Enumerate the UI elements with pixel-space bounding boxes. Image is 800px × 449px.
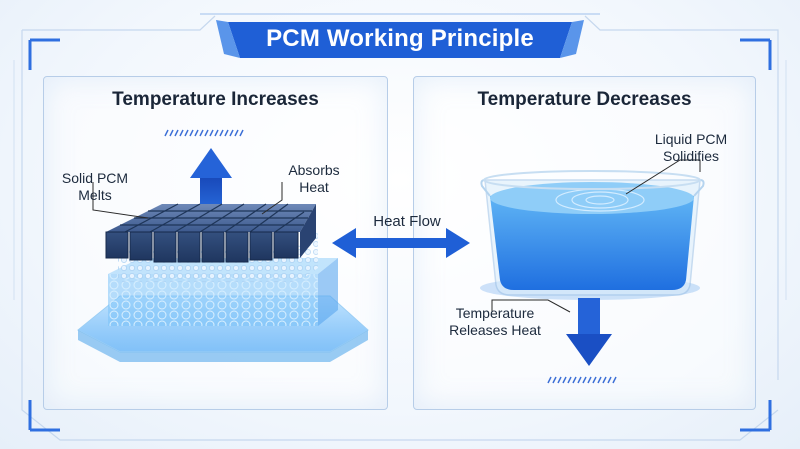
deco-dashes-left <box>164 129 244 137</box>
label-liquid-pcm-solidifies: Liquid PCM Solidifies <box>654 131 728 164</box>
liquid-container <box>480 170 705 300</box>
pcm-solid-blocks <box>105 203 316 263</box>
label-absorbs-heat: Absorbs Heat <box>288 162 340 195</box>
label-temperature-releases-heat: Temperature Releases Heat <box>449 305 541 338</box>
label-solid-pcm-melts: Solid PCM Melts <box>61 170 129 203</box>
heat-flow-arrow-icon <box>332 228 470 258</box>
arrow-down-icon <box>566 298 612 366</box>
label-heat-flow: Heat Flow <box>373 213 441 230</box>
page-title: PCM Working Principle <box>266 25 534 52</box>
pointer-melts <box>92 182 149 219</box>
pointer-releases <box>491 299 571 313</box>
pointer-solidifies <box>625 159 701 195</box>
deco-dashes-right <box>547 376 617 384</box>
pcm-glass-base <box>77 258 369 362</box>
panel-heading-increases: Temperature Increases <box>112 89 319 110</box>
pointer-absorbs <box>261 182 283 215</box>
panel-heading-decreases: Temperature Decreases <box>477 89 692 110</box>
